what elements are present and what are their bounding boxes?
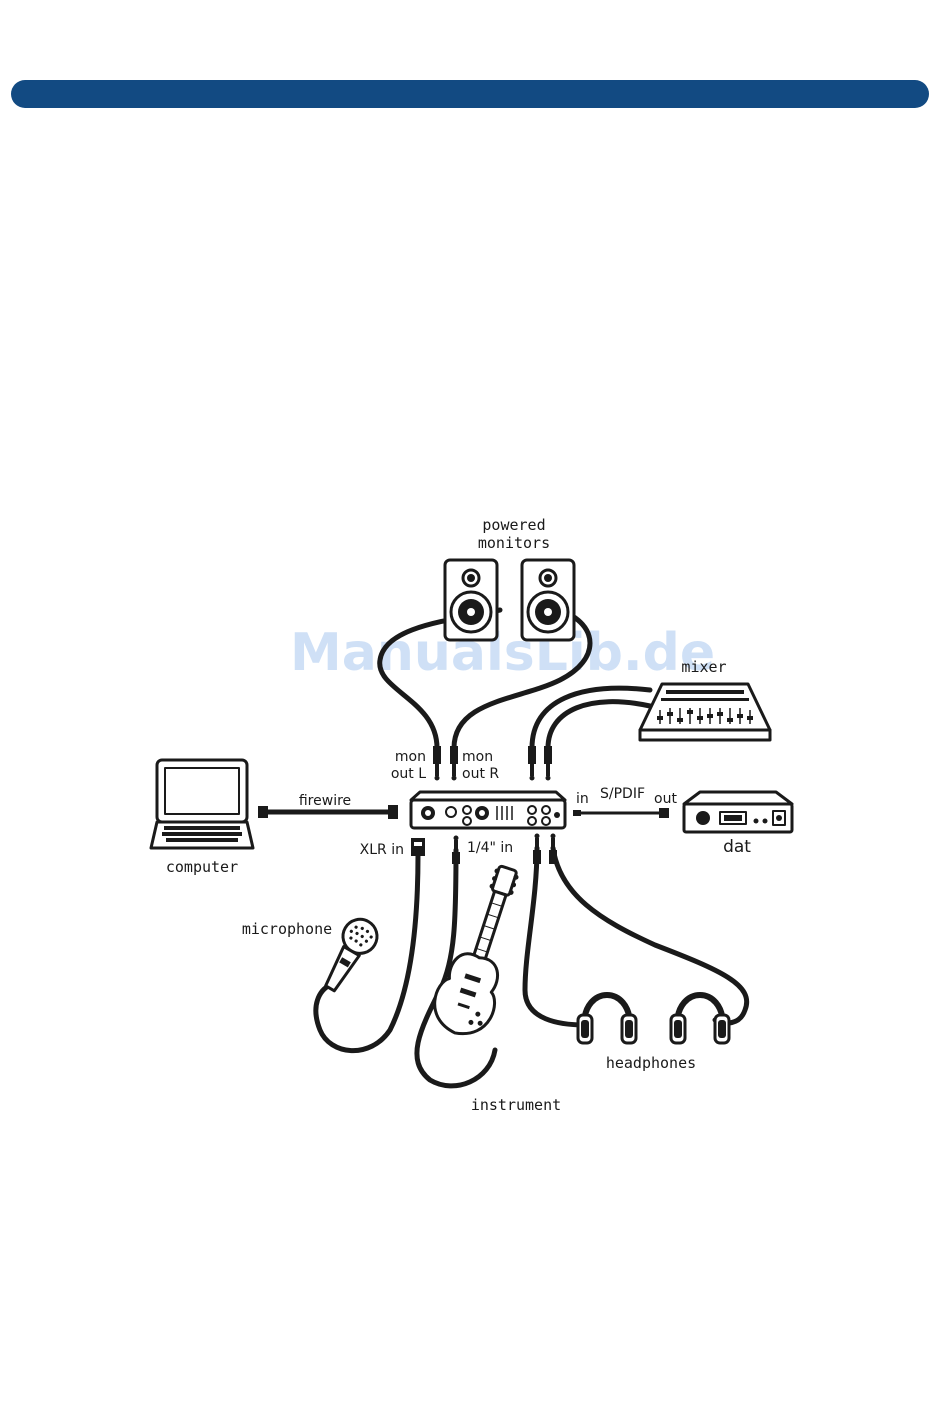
label-headphones: headphones (606, 1054, 696, 1072)
plug-spdif-in-icon (573, 810, 581, 816)
plug-mixer-1-icon (528, 746, 536, 781)
label-out-r: out R (462, 766, 499, 782)
speaker-left-icon (445, 560, 497, 640)
plug-mon-r-icon (450, 746, 458, 781)
label-quarter-in: 1/4" in (467, 840, 513, 856)
label-firewire: firewire (299, 793, 351, 809)
headphone-right-icon (671, 995, 729, 1043)
label-instrument: instrument (471, 1096, 561, 1114)
label-out: out (654, 791, 677, 807)
dat-recorder-icon (684, 792, 792, 832)
label-mixer: mixer (681, 658, 726, 676)
watermark: ManualsLib.de (290, 623, 715, 683)
guitar-icon (427, 859, 537, 1042)
label-spdif: S/PDIF (600, 786, 645, 802)
label-out-l: out L (391, 766, 426, 782)
label-powered: powered (482, 516, 545, 534)
cable-headphone-2 (553, 848, 747, 1023)
label-dat: dat (723, 837, 751, 857)
headphone-left-icon (578, 995, 636, 1043)
plug-xlr-icon (411, 838, 425, 856)
label-mon-l: mon (395, 749, 426, 765)
mixer-icon (640, 684, 770, 740)
label-mon-r: mon (462, 749, 493, 765)
plug-headphone-2-icon (549, 834, 557, 865)
plug-firewire-right-icon (388, 805, 398, 819)
audio-interface-icon (411, 792, 565, 828)
plug-mon-l-icon (433, 746, 441, 781)
plug-spdif-out-icon (659, 808, 669, 818)
label-in: in (576, 791, 589, 807)
label-microphone: microphone (242, 920, 332, 938)
cable-mixer-2 (548, 702, 650, 748)
plug-quarter-icon (452, 836, 460, 865)
plug-mixer-2-icon (544, 746, 552, 781)
label-xlr-in: XLR in (360, 842, 404, 858)
label-monitors: monitors (478, 534, 550, 552)
laptop-icon (151, 760, 253, 848)
plug-headphone-1-icon (533, 834, 541, 865)
label-computer: computer (166, 858, 238, 876)
plug-firewire-left-icon (258, 806, 268, 818)
cable-headphone-1 (525, 848, 585, 1025)
speaker-right-icon (522, 560, 574, 640)
